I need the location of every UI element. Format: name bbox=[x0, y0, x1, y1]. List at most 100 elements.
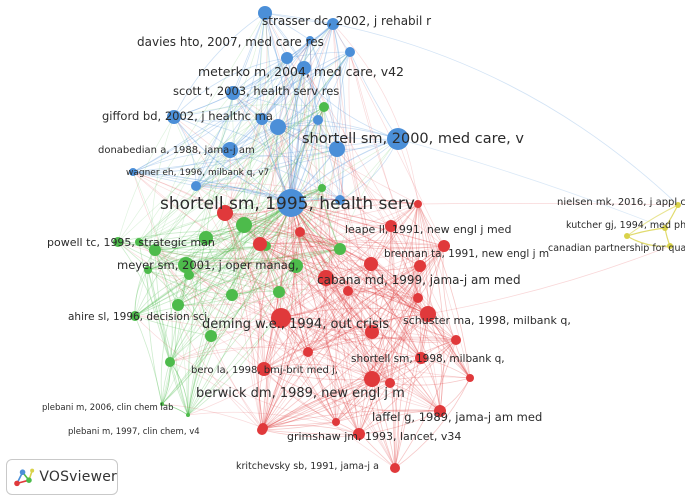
node-g2[interactable] bbox=[199, 231, 213, 245]
node-shortell2000[interactable] bbox=[387, 128, 409, 150]
node-label-strasser[interactable]: strasser dc, 2002, j rehabil r bbox=[262, 14, 431, 28]
node-brennan[interactable] bbox=[438, 240, 450, 252]
node-r12[interactable] bbox=[332, 418, 340, 426]
node-grimshaw[interactable] bbox=[353, 428, 365, 440]
node-b2[interactable] bbox=[256, 113, 268, 125]
node-label-leape[interactable]: leape ll, 1991, new engl j med bbox=[345, 223, 511, 236]
node-b9[interactable] bbox=[306, 36, 314, 44]
node-label-canadian[interactable]: canadian partnership for quali bbox=[548, 243, 685, 254]
node-label-scott[interactable]: scott t, 2003, health serv res bbox=[173, 84, 339, 98]
node-g16[interactable] bbox=[273, 286, 285, 298]
node-b4[interactable] bbox=[329, 141, 345, 157]
node-shortell1998[interactable] bbox=[415, 352, 427, 364]
network-link bbox=[177, 265, 297, 306]
node-plebani2006[interactable] bbox=[160, 402, 164, 406]
node-label-ahire[interactable]: ahire sl, 1996, decision sci, bbox=[68, 311, 210, 323]
node-label-shortell1998[interactable]: shortell sm, 1998, milbank q, bbox=[351, 353, 505, 365]
node-label-meterko[interactable]: meterko m, 2004, med care, v42 bbox=[198, 64, 404, 79]
node-label-plebani2006[interactable]: plebani m, 2006, clin chem lab bbox=[42, 403, 173, 413]
node-b7[interactable] bbox=[191, 181, 201, 191]
node-g11[interactable] bbox=[318, 184, 326, 192]
node-g12[interactable] bbox=[144, 266, 152, 274]
node-r3[interactable] bbox=[253, 237, 267, 251]
node-berwick[interactable] bbox=[364, 371, 380, 387]
node-label-donabedian[interactable]: donabedian a, 1988, jama-j am bbox=[98, 145, 255, 156]
node-r1[interactable] bbox=[217, 205, 233, 221]
node-kutcher[interactable] bbox=[662, 225, 668, 231]
node-r15[interactable] bbox=[466, 374, 474, 382]
node-g5[interactable] bbox=[289, 259, 303, 273]
node-label-kritchevsky[interactable]: kritchevsky sb, 1991, jama-j a bbox=[236, 461, 379, 472]
node-donabedian[interactable] bbox=[222, 142, 238, 158]
node-laffel[interactable] bbox=[434, 405, 446, 417]
node-label-cabana[interactable]: cabana md, 1999, jama-j am med bbox=[317, 273, 521, 287]
node-wagner[interactable] bbox=[129, 168, 137, 176]
node-label-wagner[interactable]: wagner eh, 1996, milbank q, v7 bbox=[126, 168, 269, 178]
node-label-schuster[interactable]: schuster ma, 1998, milbank q, bbox=[403, 314, 571, 327]
node-shortell1995[interactable] bbox=[277, 189, 305, 217]
network-link bbox=[261, 118, 338, 150]
node-b3[interactable] bbox=[270, 119, 286, 135]
node-davies[interactable] bbox=[327, 18, 339, 30]
node-g7[interactable] bbox=[172, 299, 184, 311]
node-strasser[interactable] bbox=[258, 6, 272, 20]
node-r8[interactable] bbox=[451, 335, 461, 345]
node-scott[interactable] bbox=[226, 86, 240, 100]
node-r2[interactable] bbox=[414, 200, 422, 208]
node-plebani1997[interactable] bbox=[186, 413, 190, 417]
network-link bbox=[290, 202, 429, 315]
node-label-meyer[interactable]: meyer sm, 2001, j oper manag, bbox=[117, 258, 299, 272]
node-g10[interactable] bbox=[319, 102, 329, 112]
node-label-deming[interactable]: deming w.e., 1994, out crisis bbox=[202, 317, 389, 332]
node-g1[interactable] bbox=[236, 217, 252, 233]
node-deming[interactable] bbox=[271, 308, 291, 328]
node-r10[interactable] bbox=[385, 378, 395, 388]
network-link bbox=[232, 92, 319, 121]
node-bero[interactable] bbox=[257, 362, 271, 376]
node-g14[interactable] bbox=[184, 270, 194, 280]
node-label-nielsen[interactable]: nielsen mk, 2016, j appl clin bbox=[557, 197, 685, 208]
node-b8[interactable] bbox=[335, 195, 345, 205]
node-y1[interactable] bbox=[624, 233, 630, 239]
node-r7[interactable] bbox=[365, 325, 379, 339]
node-g4[interactable] bbox=[334, 243, 346, 255]
node-g3[interactable] bbox=[149, 244, 161, 256]
node-b5[interactable] bbox=[313, 115, 323, 125]
node-label-laffel[interactable]: laffel g, 1989, jama-j am med bbox=[372, 410, 542, 424]
node-r6[interactable] bbox=[414, 260, 426, 272]
node-g13[interactable] bbox=[135, 238, 143, 246]
node-r11[interactable] bbox=[257, 425, 267, 435]
node-label-bero[interactable]: bero la, 1998, bmj-brit med j, bbox=[191, 365, 338, 376]
node-g8[interactable] bbox=[205, 330, 217, 342]
node-r14[interactable] bbox=[343, 286, 353, 296]
node-b6[interactable] bbox=[345, 47, 355, 57]
node-g6[interactable] bbox=[226, 289, 238, 301]
node-label-davies[interactable]: davies hto, 2007, med care res bbox=[137, 35, 324, 49]
node-label-plebani1997[interactable]: plebani m, 1997, clin chem, v4 bbox=[68, 427, 200, 437]
node-gifford[interactable] bbox=[167, 110, 181, 124]
node-r4[interactable] bbox=[295, 227, 305, 237]
node-ahire[interactable] bbox=[130, 311, 140, 321]
node-powell[interactable] bbox=[113, 237, 123, 247]
node-label-shortell2000[interactable]: shortell sm, 2000, med care, v bbox=[302, 131, 524, 147]
node-label-berwick[interactable]: berwick dm, 1989, new engl j m bbox=[196, 386, 405, 401]
node-cabana[interactable] bbox=[318, 270, 334, 286]
node-r16[interactable] bbox=[413, 293, 423, 303]
node-schuster[interactable] bbox=[420, 306, 436, 322]
node-meterko[interactable] bbox=[297, 61, 311, 75]
node-label-shortell1995[interactable]: shortell sm, 1995, health serv bbox=[160, 194, 415, 214]
node-g9[interactable] bbox=[165, 357, 175, 367]
node-label-grimshaw[interactable]: grimshaw jm, 1993, lancet, v34 bbox=[287, 430, 461, 443]
node-canadian[interactable] bbox=[667, 243, 673, 249]
node-label-kutcher[interactable]: kutcher gj, 1994, med phys, v2 bbox=[566, 220, 685, 231]
node-label-brennan[interactable]: brennan ta, 1991, new engl j m bbox=[384, 248, 549, 260]
node-label-powell[interactable]: powell tc, 1995, strategic man bbox=[47, 236, 215, 249]
node-nielsen[interactable] bbox=[675, 202, 681, 208]
node-r5[interactable] bbox=[364, 257, 378, 271]
node-label-gifford[interactable]: gifford bd, 2002, j healthc ma bbox=[102, 109, 273, 123]
node-b1[interactable] bbox=[281, 52, 293, 64]
node-r13[interactable] bbox=[390, 463, 400, 473]
node-leape[interactable] bbox=[385, 220, 397, 232]
node-r9[interactable] bbox=[303, 347, 313, 357]
node-meyer[interactable] bbox=[178, 257, 194, 273]
